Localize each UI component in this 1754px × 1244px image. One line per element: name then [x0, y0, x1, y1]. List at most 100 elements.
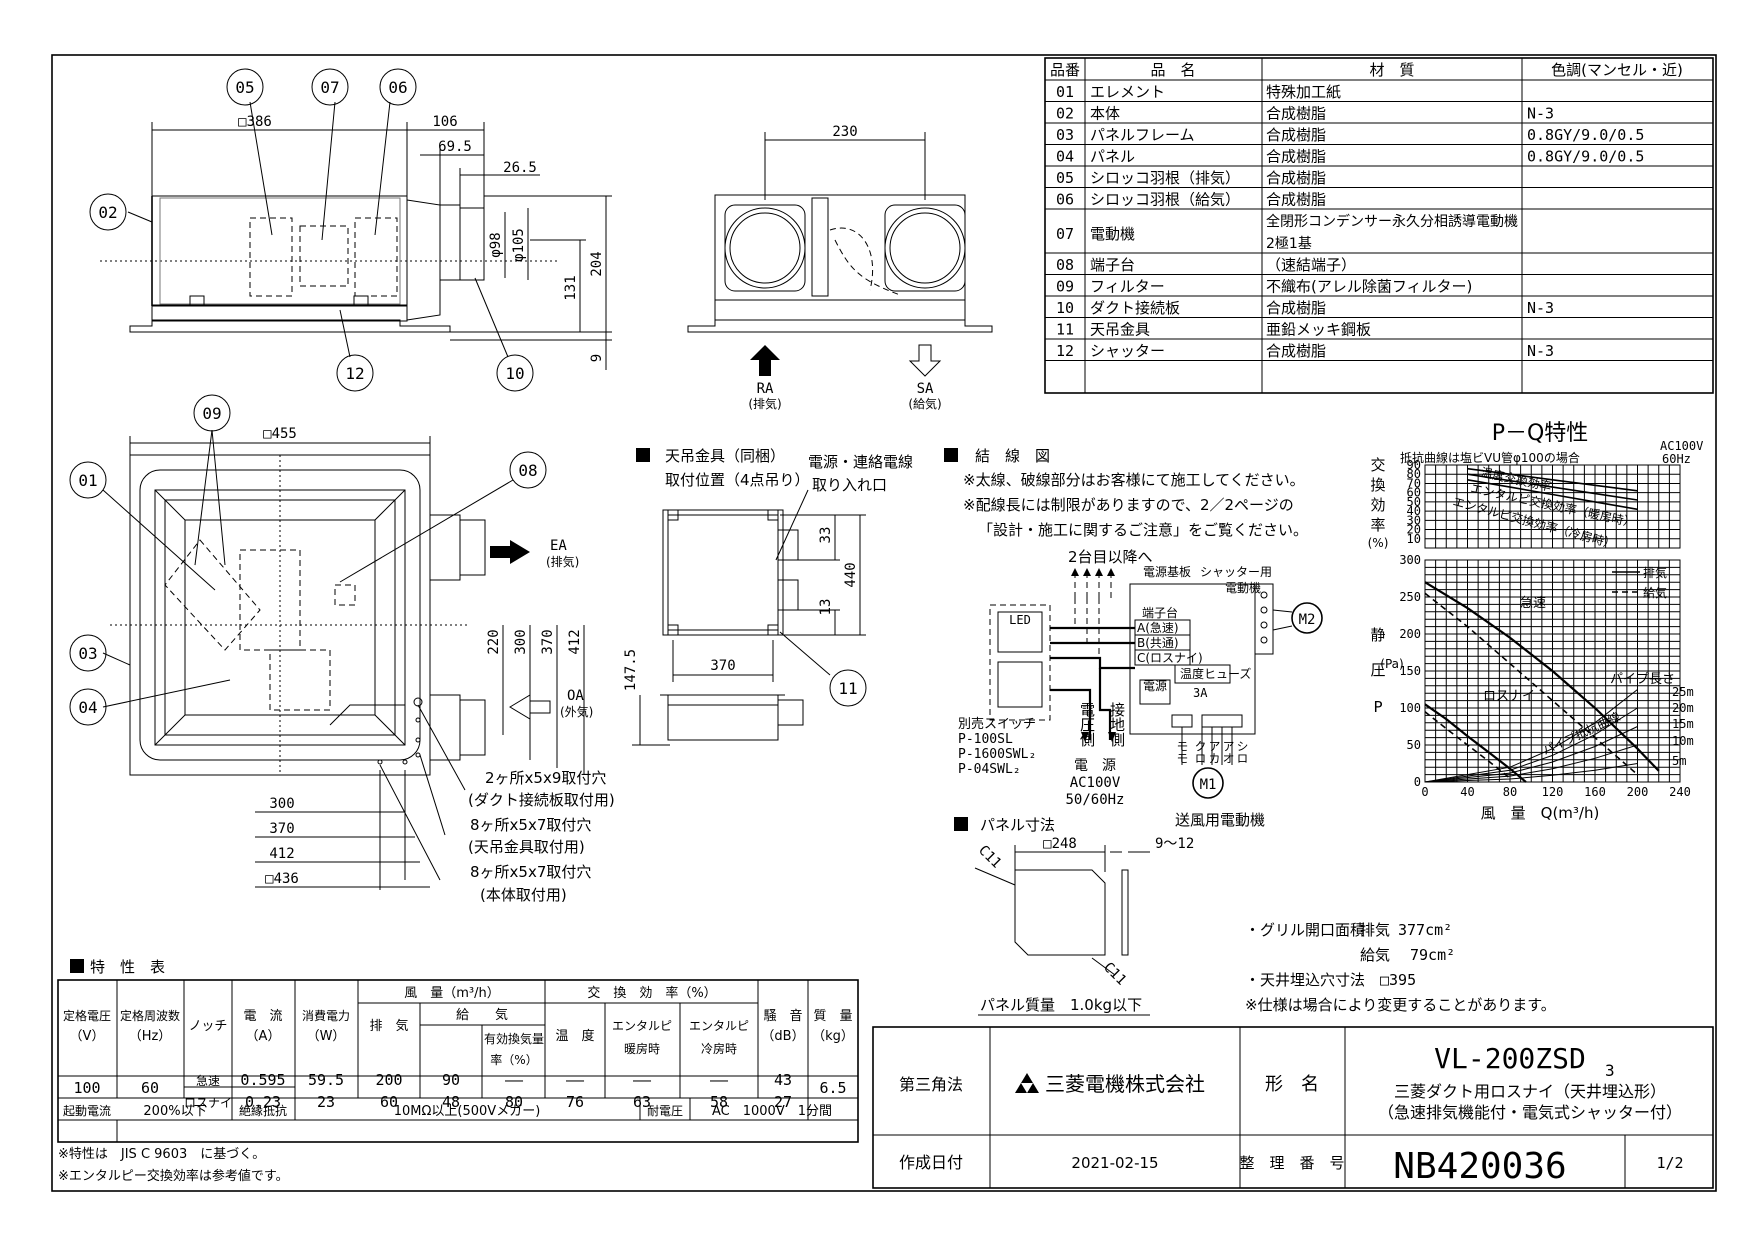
balloon — [336, 354, 374, 392]
balloon — [69, 461, 107, 499]
spec-exhaust-v: 377cm² — [1398, 921, 1452, 939]
part-name: エレメント — [1090, 83, 1165, 101]
panel-t: 9～12 — [1155, 836, 1194, 852]
wiring-next: 2台目以降へ — [1068, 548, 1153, 566]
spec-ceiling-v: □395 — [1380, 971, 1416, 989]
balloon — [379, 68, 417, 106]
y-tick-label: 300 — [1399, 553, 1421, 567]
balloon-label: 12 — [345, 364, 364, 383]
tb-model-sub: 3 — [1605, 1061, 1615, 1080]
balloon-label: 10 — [505, 364, 524, 383]
part-no: 03 — [1056, 126, 1074, 144]
plan-view: □455 EA (排気) OA (外気) — [69, 394, 615, 904]
front-view: □386 106 69.5 26.5 φ98 φ105 204 131 9 05… — [89, 68, 612, 392]
part-material: 合成樹脂 — [1266, 191, 1326, 209]
hanger-dim-370: 370 — [710, 658, 735, 674]
wiring-color-0: モモ — [1175, 740, 1189, 764]
ea-label: EA — [550, 538, 567, 554]
part-no: 02 — [1056, 105, 1074, 123]
wiring-tc: C(ロスナイ) — [1137, 651, 1203, 665]
part-no: 04 — [1056, 148, 1074, 166]
balloon-label: 11 — [838, 679, 857, 698]
part-name: 天吊金具 — [1090, 321, 1150, 339]
char-mass: 6.5 — [819, 1079, 846, 1097]
chart-curve-note: 抵抗曲線は塩ビVU管φ100の場合 — [1400, 450, 1580, 465]
plan-vdim-412: 412 — [567, 629, 583, 654]
panel-bullet-icon — [954, 817, 968, 831]
char-h-notch: ノッチ — [189, 1019, 228, 1034]
char-cell-noise: 27 — [774, 1093, 792, 1111]
wiring-power: 電 源 — [1074, 758, 1116, 774]
chart-legend-supply: 給気 — [1643, 585, 1667, 600]
char-cell-enth: 63 — [633, 1093, 651, 1111]
chart-pipe-3: 10m — [1672, 734, 1694, 748]
eff-tick-label: 80 — [1407, 467, 1421, 481]
side-view: 230 RA (排気) SA (給気) — [687, 124, 993, 411]
part-material: 全閉形コンデンサー永久分相誘導電動機 — [1266, 213, 1518, 230]
mitsubishi-logo-icon — [1021, 1073, 1033, 1083]
ea-arrow-icon — [490, 540, 530, 564]
part-name: ダクト接続板 — [1090, 299, 1180, 317]
spec-exhaust: 排気 — [1360, 921, 1390, 939]
part-no: 06 — [1056, 191, 1074, 209]
tb-date: 2021-02-15 — [1071, 1154, 1158, 1172]
panel-mass: パネル質量 1.0kg以下 — [980, 996, 1142, 1014]
front-dim-26: 26.5 — [503, 160, 537, 176]
chart-q-curve-1: ロスナイ — [1483, 689, 1535, 704]
part-material: 合成樹脂 — [1266, 126, 1326, 144]
wiring-board: 電源基板 — [1143, 565, 1191, 579]
oa-label: OA — [567, 688, 584, 704]
hanger-section: 天吊金具（同梱） 取付位置（4点吊り） 電源・連絡電線 取り入れ口 440 33… — [623, 447, 913, 746]
chart-p-label-1: 圧 — [1370, 661, 1385, 679]
balloon — [311, 68, 349, 106]
wiring-m1: M1 — [1200, 777, 1217, 793]
chart-power: AC100V — [1660, 439, 1703, 453]
wiring-note-0: ※太線、破線部分はお客様にて施工してください。 — [963, 471, 1305, 489]
char-h-voltage-u: （V） — [70, 1029, 105, 1044]
char-bullet-icon — [70, 959, 84, 973]
balloon — [69, 634, 107, 672]
balloon-label: 01 — [78, 471, 97, 490]
balloon-label: 09 — [202, 404, 221, 423]
hanger-dim-13: 13 — [818, 599, 834, 616]
char-h-freq-u: （Hz） — [129, 1029, 172, 1044]
eff-tick-label: 30 — [1407, 513, 1421, 527]
part-no: 12 — [1056, 342, 1074, 360]
wiring-note-1: ※配線長には制限がありますので、2／2ページの — [963, 496, 1294, 514]
char-cell-eff: ―― — [505, 1071, 524, 1089]
balloon-label: 03 — [78, 644, 97, 663]
part-material: 亜鉛メッキ鋼板 — [1266, 321, 1371, 339]
plan-note-4: 8ヶ所x5x7取付穴 — [470, 863, 591, 881]
part-name: シャッター — [1090, 342, 1165, 360]
front-dim-204: 204 — [589, 251, 605, 276]
char-cell-ex: 60 — [380, 1093, 398, 1111]
chart-eff-label-3: 率 — [1370, 516, 1385, 534]
char-voltage: 100 — [73, 1079, 100, 1097]
char-h-xeff: 交 換 効 率（%） — [587, 985, 716, 1001]
part-name: フィルター — [1090, 278, 1165, 296]
balloon — [509, 451, 547, 489]
wiring-ta: A(急速) — [1137, 620, 1179, 635]
tb-model: VL-200ZSD — [1434, 1042, 1586, 1075]
panel-w: □248 — [1043, 836, 1077, 852]
part-name: 本体 — [1090, 105, 1120, 123]
chart-q-curve-0: 急速 — [1520, 596, 1546, 611]
wiring-tb: B(共通) — [1137, 636, 1179, 650]
eff-tick-label: 40 — [1407, 504, 1421, 518]
char-cell-current: 0.23 — [245, 1093, 281, 1111]
char-cell-notch: 急速 — [196, 1073, 220, 1088]
wiring-v2: 接地側 — [1108, 702, 1126, 747]
spec-notes: ・グリル開口面積 排気 377cm² 給気 79cm² ・天井埋込穴寸法 □39… — [1245, 921, 1556, 1014]
part-material: 合成樹脂 — [1266, 299, 1326, 317]
wiring-hz: 50/60Hz — [1065, 792, 1124, 808]
balloon-label: 06 — [388, 78, 407, 97]
char-start-v: 200%以下 — [143, 1104, 206, 1119]
chart-title: P－Q特性 — [1492, 421, 1589, 446]
wiring-diagram: 結 線 図 ※太線、破線部分はお客様にて施工してください。 ※配線長には制限があ… — [944, 447, 1323, 829]
char-cell-sup: 90 — [442, 1071, 460, 1089]
sa-arrow-icon — [908, 344, 942, 377]
eff-tick-label: 20 — [1407, 523, 1421, 537]
balloon-label: 04 — [78, 698, 97, 717]
